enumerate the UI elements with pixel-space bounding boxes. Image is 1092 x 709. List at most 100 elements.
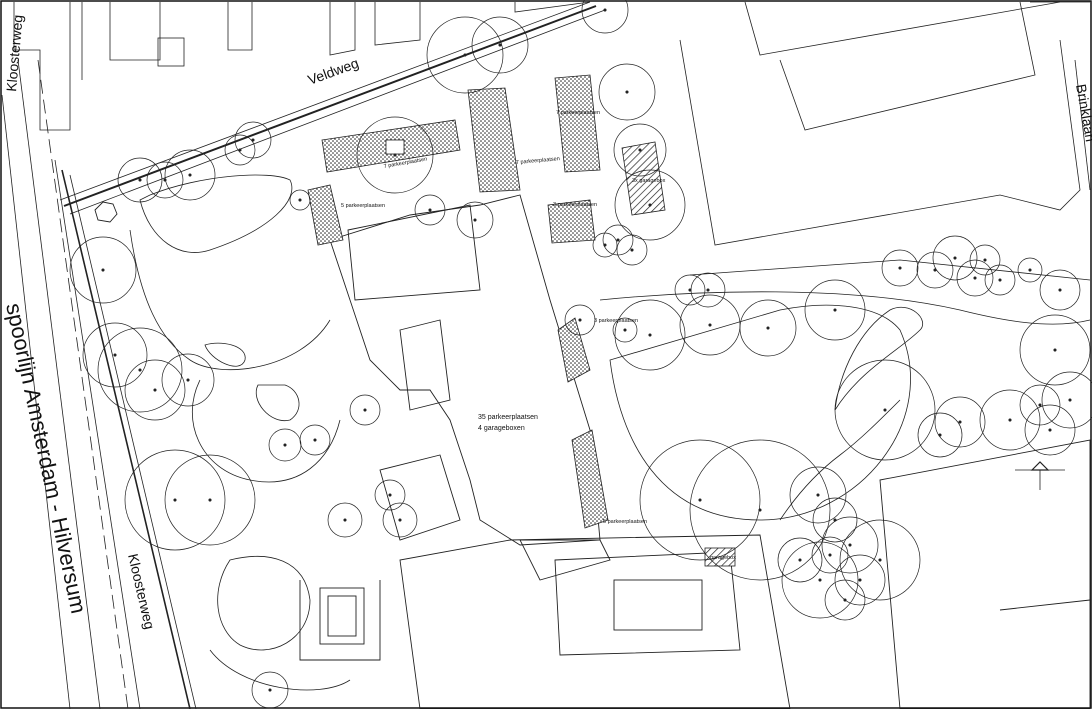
tree-trunk: [363, 408, 367, 412]
tree-trunk: [398, 518, 402, 522]
tree-trunk: [1048, 428, 1052, 432]
parking-areas: [307, 74, 736, 567]
tree-canopy: [598, 63, 656, 121]
tree-trunk: [298, 198, 302, 202]
tree-canopy: [289, 189, 311, 211]
tree-canopy: [146, 161, 184, 199]
tree-trunk: [983, 258, 987, 262]
tree-canopy: [382, 502, 418, 538]
tree-trunk: [1028, 268, 1032, 272]
tree-canopy: [592, 232, 618, 258]
tree-canopy: [117, 157, 163, 203]
tree-trunk: [251, 138, 255, 142]
tree-canopy: [1024, 404, 1076, 456]
tree-canopy: [639, 439, 761, 561]
railway-tracks: [1, 59, 197, 709]
tree-trunk: [843, 598, 847, 602]
street-label-veldweg: Veldweg: [306, 55, 361, 88]
tree-canopy: [612, 317, 638, 343]
small-structure: [385, 139, 405, 155]
parking-lot-7-right: [554, 74, 601, 173]
tree-canopy: [834, 359, 936, 461]
tree-canopy: [616, 234, 648, 266]
tree-canopy: [811, 536, 849, 574]
tree-canopy: [349, 394, 381, 426]
tree-canopy: [834, 554, 886, 606]
tree-trunk: [898, 266, 902, 270]
garage-block-top: [621, 141, 666, 216]
parking-label-5-left: 5 parkeerplaatsen: [341, 203, 385, 209]
tree-trunk: [766, 326, 770, 330]
veldweg-road: [59, 1, 606, 215]
tree-canopy: [374, 479, 406, 511]
tree-canopy: [124, 449, 226, 551]
tree-canopy: [164, 454, 256, 546]
tree-canopy: [781, 541, 859, 619]
tree-trunk: [623, 328, 627, 332]
tree-canopy: [777, 537, 823, 583]
tree-canopy: [934, 396, 986, 448]
tree-canopy: [1019, 314, 1091, 386]
buildings-east: [679, 1, 1091, 246]
tree-trunk: [878, 558, 882, 562]
tree-canopy: [581, 0, 629, 34]
tree-canopy: [674, 274, 706, 306]
tree-canopy: [917, 412, 963, 458]
tree-trunk: [173, 498, 177, 502]
tree-canopy: [251, 671, 289, 709]
tree-canopy: [1017, 257, 1043, 283]
tree-canopy: [564, 304, 596, 336]
tree-trunk: [208, 498, 212, 502]
tree-canopy: [82, 322, 148, 388]
tree-trunk: [268, 688, 272, 692]
tree-canopy: [69, 236, 137, 304]
tree-canopy: [613, 123, 667, 177]
tree-canopy: [426, 16, 504, 94]
tree-trunk: [343, 518, 347, 522]
tree-canopy: [739, 299, 797, 357]
tree-canopy: [839, 519, 921, 601]
parking-label-3-east: 3 parkeerplaatsen: [594, 318, 638, 324]
parking-label-3-right: 3 parkeerplaatsen: [553, 202, 597, 208]
tree-canopy: [821, 516, 879, 574]
tree-trunk: [816, 493, 820, 497]
tree-canopy: [224, 134, 256, 166]
tree-trunk: [603, 243, 607, 247]
tree-trunk: [858, 578, 862, 582]
tree-canopy: [956, 259, 994, 297]
tree-canopy: [97, 327, 183, 413]
tree-trunk: [463, 53, 467, 57]
tree-canopy: [1019, 384, 1061, 426]
tree-canopy: [789, 466, 847, 524]
tree-canopy: [414, 194, 446, 226]
tree-canopy: [916, 251, 954, 289]
building-south: [399, 439, 1091, 709]
tree-canopy: [881, 249, 919, 287]
central-building: [329, 194, 611, 581]
tree-trunk: [883, 408, 887, 412]
tree-canopy: [124, 359, 186, 421]
total-garages-label: 4 garageboxen: [478, 425, 525, 432]
tree-trunk: [638, 148, 642, 152]
parking-lot-3-right: [547, 199, 596, 244]
parking-lot-5-left: [307, 184, 344, 246]
tree-trunk: [998, 278, 1002, 282]
tree-trunk: [578, 318, 582, 322]
tree-trunk: [818, 578, 822, 582]
tree-trunk: [625, 90, 629, 94]
tree-trunk: [101, 268, 105, 272]
tree-canopy: [932, 235, 978, 281]
tree-canopy: [1039, 269, 1081, 311]
parking-lot-3-east: [557, 317, 591, 383]
tree-trunk: [648, 203, 652, 207]
tree-canopy: [356, 116, 434, 194]
tree-canopy: [812, 497, 858, 543]
total-parking-label: 35 parkeerplaatsen: [478, 414, 538, 421]
tree-trunk: [848, 543, 852, 547]
tree-canopy: [979, 389, 1041, 451]
tree-canopy: [690, 272, 726, 308]
tree-trunk: [973, 276, 977, 280]
tree-trunk: [1008, 418, 1012, 422]
tree-trunk: [283, 443, 287, 447]
